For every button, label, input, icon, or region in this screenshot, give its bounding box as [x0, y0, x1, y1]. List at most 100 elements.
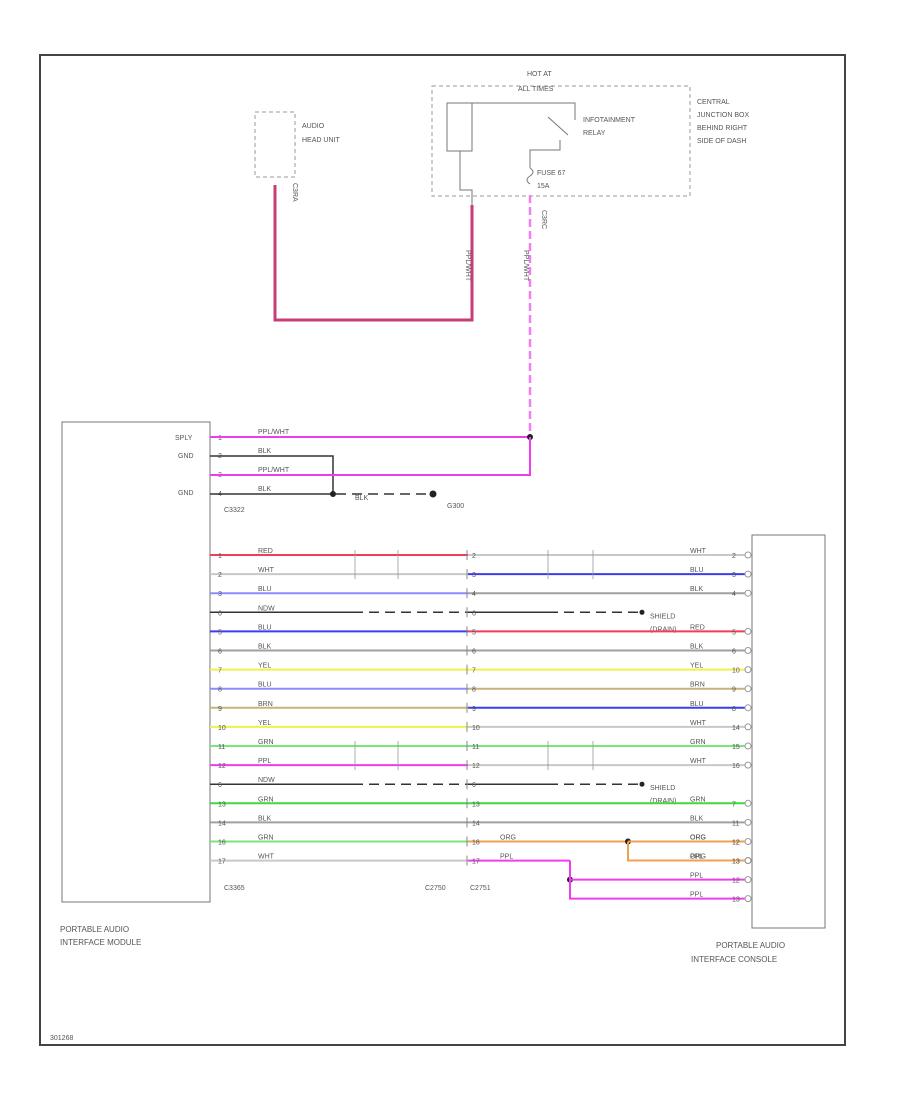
relay-output: [529, 140, 561, 168]
cjb-label-2: JUNCTION BOX: [697, 112, 749, 119]
drain-end-dot: [639, 609, 645, 615]
connector-c3ra: C3RA: [291, 183, 298, 202]
module-pin-number: 1: [218, 553, 222, 560]
module-pin-number-1: 1: [218, 435, 222, 442]
power-ground-section: SPLY GND GND 1 2 3 4 PPL/WHT BLK PPL/WHT…: [175, 429, 533, 514]
org-wire-extra: [627, 841, 745, 862]
ppl-wire-extra-1: [569, 860, 745, 881]
shield-drain-label: (DRAIN): [650, 798, 676, 805]
console-pin-number: 8: [732, 706, 736, 713]
console-terminal: [744, 742, 752, 750]
wire-left-color-label: WHT: [258, 854, 275, 861]
console-terminal: [744, 761, 752, 769]
console-pin-number: 10: [732, 668, 740, 675]
ppl-wire-3: [210, 437, 531, 476]
c2751-pin-number: 12: [472, 763, 480, 770]
wire-left-color-label: PPL: [258, 758, 271, 765]
module-label-2: INTERFACE MODULE: [60, 938, 141, 947]
wire-left-color-label: BLU: [258, 682, 272, 689]
relay-frame: [472, 102, 576, 120]
module-pin-number: 12: [218, 763, 226, 770]
wire-right-color-label: BRN: [690, 682, 705, 689]
ground-wire-label: BLK: [355, 495, 369, 502]
console-pin-number: 9: [732, 687, 736, 694]
module-pin-sply: SPLY: [175, 435, 193, 442]
c2751-pin-number: 14: [472, 820, 480, 827]
fuse-symbol: [526, 167, 534, 185]
gnd1-wire-label: BLK: [258, 448, 272, 455]
cjb-label-3: BEHIND RIGHT: [697, 125, 748, 132]
connector-c3322: C3322: [224, 507, 245, 514]
relay-switch: [547, 116, 569, 136]
module-pin-number: 11: [218, 744, 225, 751]
ground-point-g300: [429, 490, 437, 498]
console-pin-number: 13: [732, 859, 740, 866]
module-pin-number: 6: [218, 782, 222, 789]
wire-right-color-label: BLU: [690, 567, 704, 574]
wire-left-color-label: NDW: [258, 605, 275, 612]
c2751-pin-number: 13: [472, 801, 480, 808]
wire-left-color-label: BRN: [258, 701, 273, 708]
console-pin-number: 12: [732, 840, 740, 847]
c2751-pin-number: 6: [472, 610, 476, 617]
shield-drain-label: (DRAIN): [650, 626, 676, 633]
wire-right-color-label: BLK: [690, 644, 704, 651]
console-pin-number: 3: [732, 572, 736, 579]
module-pin-gnd-1: GND: [178, 453, 194, 460]
module-pin-number: 13: [218, 801, 226, 808]
c2751-pin-number: 9: [472, 706, 476, 713]
wire-left-color-label: BLU: [258, 624, 272, 631]
console-terminal: [744, 723, 752, 731]
module-pin-number: 14: [218, 820, 226, 827]
audio-head-unit-box: [254, 111, 296, 178]
console-terminal: [744, 838, 752, 845]
ppl-pin-2: 13: [732, 897, 740, 904]
portable-audio-interface-console: [751, 534, 826, 929]
org-pin: 13: [732, 859, 740, 866]
module-pin-number: 6: [218, 610, 222, 617]
figure-id: 301268: [50, 1035, 73, 1042]
c2751-ppl-label: PPL: [500, 854, 513, 861]
fuse-label-2: 15A: [537, 183, 550, 190]
console-terminal: [744, 895, 752, 903]
relay-label-1: INFOTAINMENT: [583, 117, 636, 124]
connector-c3365: C3365: [224, 885, 245, 892]
console-pin-number: 4: [732, 591, 736, 598]
ppl-wire-3-label: PPL/WHT: [258, 467, 290, 474]
module-pin-number: 5: [218, 629, 222, 636]
console-terminal: [744, 876, 752, 884]
wire-right-color-label: BLU: [690, 701, 704, 708]
console-terminal: [744, 818, 752, 826]
shield-label: SHIELD: [650, 785, 675, 792]
c2751-pin-number: 11: [472, 744, 479, 751]
console-terminal: [744, 627, 752, 635]
signal-wires: WHT21RED2BLU32WHT3BLK43BLU4SHIELD(DRAIN)…: [210, 548, 752, 904]
wire-right-color-label: BLK: [690, 815, 704, 822]
c2751-pin-number: 4: [472, 591, 476, 598]
module-pin-gnd-2: GND: [178, 490, 194, 497]
c2751-pin-number: 10: [472, 725, 480, 732]
module-pin-number: 8: [218, 687, 222, 694]
console-terminal: [744, 857, 752, 864]
console-terminal: [744, 647, 752, 654]
console-terminal: [744, 685, 752, 693]
gnd1-wire: [210, 455, 334, 494]
all-times-label: ALL TIMES: [518, 86, 554, 93]
org-pin-top: 12: [732, 840, 740, 847]
fuse-label-1: FUSE 67: [537, 170, 566, 177]
c2751-pin-number: 8: [472, 687, 476, 694]
wire-right-color-label: WHT: [690, 548, 707, 555]
module-pin-number: 17: [218, 859, 226, 866]
console-label-2: INTERFACE CONSOLE: [691, 955, 777, 964]
relay-label-2: RELAY: [583, 130, 606, 137]
c2751-pin-number: 7: [472, 668, 476, 675]
portable-audio-interface-module: [61, 421, 211, 903]
console-terminal: [744, 799, 752, 807]
fuse-wire-label: PPL/WHT: [522, 250, 529, 282]
connector-c2750: C2750: [425, 885, 446, 892]
wire-right-color-label: YEL: [690, 663, 703, 670]
ppl-label-2: PPL: [690, 892, 703, 899]
cjb-label-1: CENTRAL: [697, 99, 730, 106]
module-pin-number: 2: [218, 572, 222, 579]
console-pin-number: 15: [732, 744, 740, 751]
